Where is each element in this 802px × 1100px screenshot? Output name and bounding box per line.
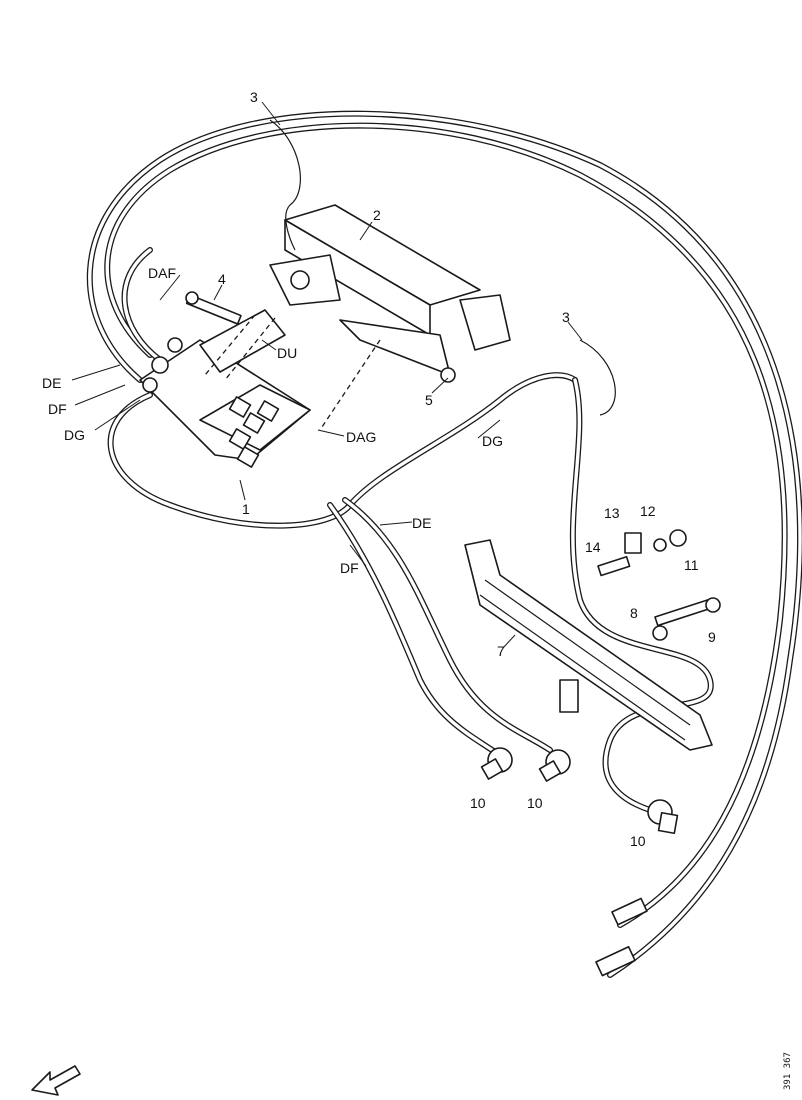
hose-end-connector-lower	[595, 945, 636, 977]
label-part-10-right: 10	[630, 833, 646, 849]
label-hose-daf: DAF	[148, 265, 176, 281]
label-part-14: 14	[585, 539, 601, 555]
label-hose-du: DU	[277, 345, 297, 361]
leader-lines	[71, 101, 583, 649]
clip-3-top	[269, 119, 301, 251]
nut-5	[440, 367, 456, 383]
label-part-5: 5	[425, 392, 433, 408]
label-hose-dag: DAG	[346, 429, 376, 445]
bracket-2	[269, 204, 511, 431]
figure-code: 391 367	[783, 1052, 793, 1090]
label-part-4: 4	[218, 271, 226, 287]
part-12-washer	[653, 538, 667, 552]
label-part-13: 13	[604, 505, 620, 521]
label-hose-dg-right: DG	[482, 433, 503, 449]
hose-long-inner	[86, 110, 802, 978]
hose-long-outer	[104, 122, 788, 928]
label-hose-de-left: DE	[42, 375, 61, 391]
part-14-bolt	[597, 555, 631, 577]
screw-4	[185, 291, 242, 325]
label-part-3-top: 3	[250, 89, 258, 105]
bolt-9	[654, 597, 721, 627]
direction-arrow-icon	[31, 1065, 81, 1096]
label-hose-df-left: DF	[48, 401, 67, 417]
fitting-10-right	[647, 799, 679, 835]
label-part-1: 1	[242, 501, 250, 517]
label-hose-df-bottom: DF	[340, 560, 359, 576]
washer-8	[652, 625, 668, 641]
hose-de-bottom	[342, 497, 553, 753]
hose-end-connector-upper	[611, 897, 648, 926]
label-part-3-right: 3	[562, 309, 570, 325]
part-13-bracket	[624, 532, 642, 554]
label-hose-dg-left: DG	[64, 427, 85, 443]
label-part-8: 8	[630, 605, 638, 621]
rail-7	[464, 539, 713, 751]
hose-dg-right	[569, 377, 714, 813]
part-11-nut	[669, 529, 687, 547]
fitting-10-middle	[538, 749, 571, 782]
label-part-11: 11	[684, 557, 699, 573]
label-part-10-middle: 10	[527, 795, 543, 811]
hose-df-bottom	[327, 502, 498, 755]
clip-3-right	[579, 339, 616, 416]
valve-block	[139, 337, 311, 468]
label-part-7: 7	[497, 643, 505, 659]
label-part-12: 12	[640, 503, 656, 519]
hose-de-left	[121, 247, 163, 363]
label-part-9: 9	[708, 629, 716, 645]
label-part-2: 2	[373, 207, 381, 223]
label-hose-de-bottom: DE	[412, 515, 431, 531]
fitting-10-left	[480, 747, 513, 780]
label-part-10-left: 10	[470, 795, 486, 811]
mounting-plate	[199, 309, 286, 381]
